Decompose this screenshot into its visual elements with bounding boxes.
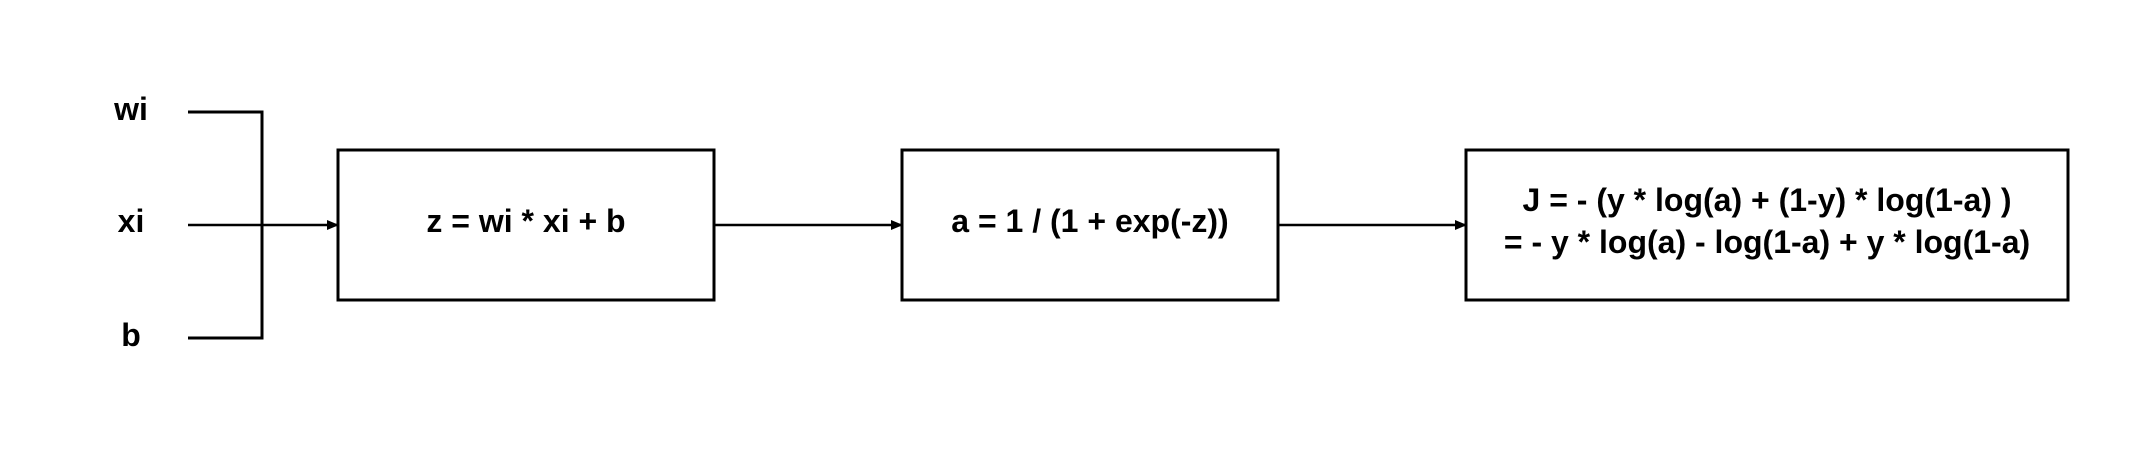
node-loss: J = - (y * log(a) + (1-y) * log(1-a) ) =… xyxy=(1464,148,2070,302)
node-sigmoid: a = 1 / (1 + exp(-z)) xyxy=(900,148,1280,302)
node-sigmoid-box xyxy=(900,148,1280,302)
node-linear-text: z = wi * xi + b xyxy=(426,203,625,239)
node-linear: z = wi * xi + b xyxy=(336,148,716,302)
node-sigmoid-text: a = 1 / (1 + exp(-z)) xyxy=(951,203,1228,239)
input-label-b: b xyxy=(121,317,141,353)
node-linear-box xyxy=(336,148,716,302)
node-loss-text-line-2: = - y * log(a) - log(1-a) + y * log(1-a) xyxy=(1504,224,2030,260)
node-loss-box xyxy=(1464,148,2070,302)
input-label-wi: wi xyxy=(113,91,148,127)
node-loss-text-line-1: J = - (y * log(a) + (1-y) * log(1-a) ) xyxy=(1523,182,2012,218)
input-label-xi: xi xyxy=(118,203,145,239)
